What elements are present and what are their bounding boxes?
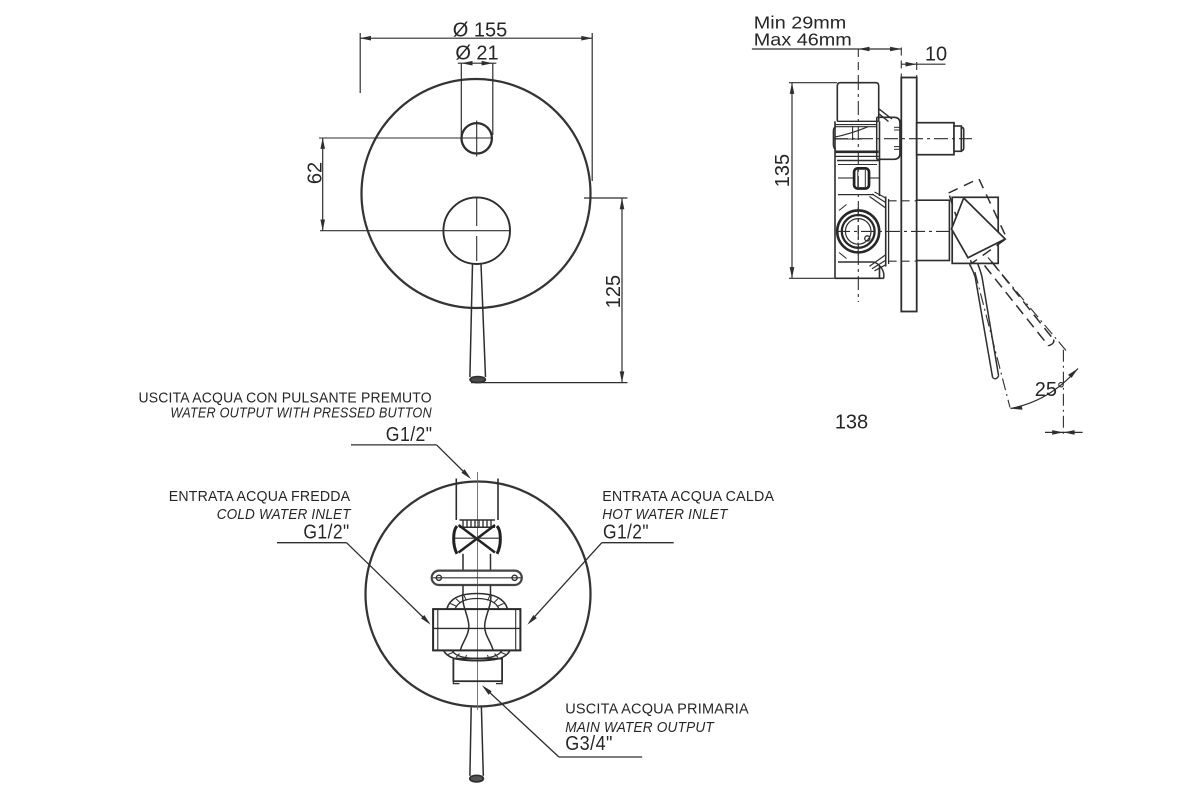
svg-text:ENTRATA ACQUA FREDDA: ENTRATA ACQUA FREDDA (169, 488, 350, 505)
svg-text:Ø 21: Ø 21 (455, 43, 498, 65)
svg-text:USCITA ACQUA PRIMARIA: USCITA ACQUA PRIMARIA (565, 701, 749, 718)
svg-text:135: 135 (772, 154, 794, 187)
svg-text:Ø 155: Ø 155 (453, 20, 507, 42)
svg-text:G1/2": G1/2" (303, 522, 349, 544)
svg-text:ENTRATA ACQUA CALDA: ENTRATA ACQUA CALDA (602, 488, 774, 505)
svg-text:WATER OUTPUT WITH PRESSED BUTT: WATER OUTPUT WITH PRESSED BUTTON (170, 405, 431, 422)
svg-text:25°: 25° (1035, 379, 1065, 401)
svg-text:Min 29mm: Min 29mm (754, 13, 847, 33)
svg-text:USCITA ACQUA CON PULSANTE PREM: USCITA ACQUA CON PULSANTE PREMUTO (139, 389, 432, 406)
svg-text:125: 125 (603, 275, 625, 308)
svg-text:COLD WATER INLET: COLD WATER INLET (217, 506, 352, 523)
svg-text:HOT WATER INLET: HOT WATER INLET (602, 506, 729, 523)
svg-text:G1/2": G1/2" (603, 522, 649, 544)
svg-text:G1/2": G1/2" (386, 424, 433, 446)
svg-text:Max 46mm: Max 46mm (754, 29, 852, 49)
svg-text:10: 10 (925, 44, 947, 66)
svg-text:138: 138 (835, 412, 868, 434)
svg-text:G3/4": G3/4" (565, 733, 613, 755)
svg-text:MAIN WATER OUTPUT: MAIN WATER OUTPUT (565, 719, 715, 736)
svg-text:62: 62 (305, 162, 327, 184)
